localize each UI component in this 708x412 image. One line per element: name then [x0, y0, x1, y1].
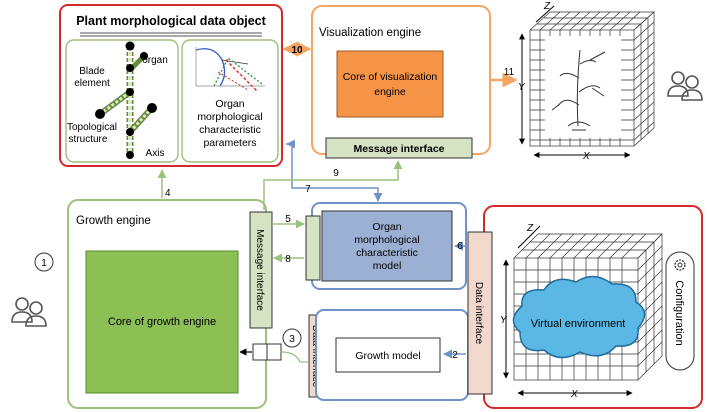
arrow-4-label: 4 [165, 188, 171, 199]
growth-core-label: Core of growth engine [108, 316, 216, 328]
people-icon [667, 71, 703, 101]
virtual-environment-label: Virtual environment [531, 318, 626, 330]
visualization-core [336, 50, 444, 118]
cube-bottom-y-axis: Y [500, 315, 508, 326]
gear-icon [674, 259, 686, 271]
arrow-8-label: 8 [285, 254, 291, 265]
cube-top-z-axis: Z [543, 1, 551, 12]
blade-label-line2: element [74, 78, 110, 89]
visualization-core-line1: Core of visualization [343, 71, 438, 83]
cloud-shape [512, 275, 646, 359]
topological-label-line2: structure [69, 134, 108, 145]
parameters-panel [181, 39, 279, 163]
growth-engine-title: Growth engine [76, 215, 151, 227]
arrow-9-label: 9 [333, 168, 339, 179]
arrow-10-label: 10 [291, 45, 303, 56]
growth-message-interface-label: Message interface [254, 229, 265, 311]
marker-1 [34, 252, 54, 272]
organ-model-line3: characteristic [356, 247, 418, 259]
organ-model-box: Organ morphological characteristic model [305, 202, 467, 290]
marker-3 [282, 328, 302, 348]
param-label-line3: characteristic [199, 124, 261, 136]
param-label-line4: parameters [203, 137, 256, 149]
people-icon [11, 297, 47, 327]
configuration-button[interactable] [665, 251, 695, 371]
plant-object-box: Plant morphological data object Blade [59, 4, 283, 167]
growth-model-box: Growth model [315, 309, 469, 401]
axis-label: Axis [146, 148, 165, 159]
cube-bottom-z-axis: Z [526, 223, 534, 234]
organ-label: organ [142, 55, 168, 66]
organ-model-line1: Organ [372, 221, 401, 233]
marker-3-label: 3 [289, 334, 295, 345]
param-label-line1: Organ [215, 98, 244, 110]
plant-diagram [95, 41, 157, 159]
cube-top-y-axis: Y [518, 82, 526, 93]
plant-visualization-cube: Y X Z [518, 1, 655, 162]
blade-label-line1: Blade [79, 66, 105, 77]
growth-model-label: Growth model [355, 350, 420, 362]
plant-object-title: Plant morphological data object [76, 14, 266, 28]
arrow-9 [263, 160, 403, 210]
growth-engine-box: Growth engine Core of growth engine [67, 199, 267, 409]
curve-diagram [195, 47, 265, 93]
growth-core [85, 250, 239, 394]
growth-message-interface [249, 211, 273, 329]
arrow-5-label: 5 [285, 214, 291, 225]
arrow-7-label: 7 [305, 184, 311, 195]
organ-model-line4: model [373, 260, 402, 272]
marker-1-label: 1 [41, 258, 47, 269]
visualization-engine-title: Visualization engine [319, 27, 421, 39]
cube-top-x-axis: X [582, 151, 590, 162]
organ-model-line2: morphological [354, 234, 419, 246]
param-label-line2: morphological [197, 111, 262, 123]
visualization-message-interface [325, 137, 473, 159]
cube-bottom-x-axis: X [570, 389, 578, 400]
configuration-label: Configuration [673, 280, 685, 345]
visualization-engine-box: Visualization engine Core of visualizati… [311, 5, 491, 159]
visualization-message-interface-label: Message interface [353, 143, 444, 155]
visualization-core-line2: engine [374, 86, 406, 98]
arrow-2-label: 2 [452, 350, 458, 361]
environment-box: Data interface Virtual environment Y X Z [467, 205, 703, 409]
topological-label-line1: Topological [67, 122, 117, 133]
environment-data-interface [467, 231, 493, 395]
arrow-6-label: 6 [457, 241, 463, 252]
environment-data-interface-label: Data interface [473, 282, 484, 345]
organ-model-core [321, 210, 453, 282]
arrow-11-label: 11 [504, 67, 515, 78]
